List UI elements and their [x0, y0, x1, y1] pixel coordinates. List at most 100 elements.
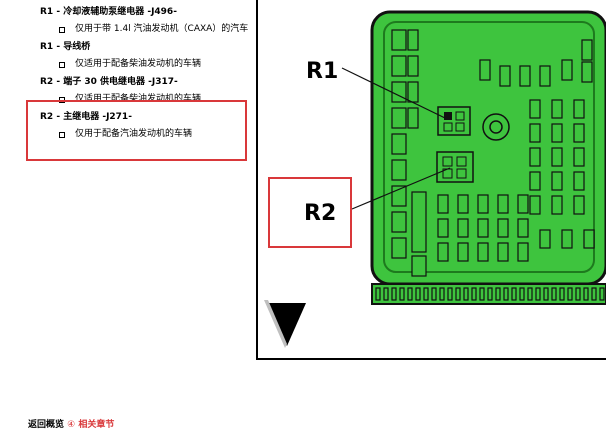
list-item-title: R1 - 冷却液辅助泵继电器 -J496-: [40, 6, 255, 23]
fuse-slot: [497, 242, 509, 262]
connector-tooth: [591, 287, 597, 301]
fuse-slot: [497, 194, 509, 214]
fuse-slot: [391, 133, 407, 155]
connector-tooth: [391, 287, 397, 301]
connector-teeth: [375, 287, 605, 301]
fuse-slot: [529, 123, 541, 143]
fuse-slot: [391, 159, 407, 181]
lower-fuse-blocks: [411, 191, 595, 277]
fuse-slot: [551, 171, 563, 191]
fuse-slot: [539, 229, 551, 249]
connector-tooth: [567, 287, 573, 301]
top-fuse-row: [479, 39, 593, 87]
connector-tooth: [383, 287, 389, 301]
list-item-note: 仅用于带 1.4l 汽油发动机（CAXA）的汽车: [40, 23, 255, 36]
connector-tooth: [551, 287, 557, 301]
list-item-title: R2 - 端子 30 供电继电器 -J317-: [40, 76, 255, 93]
fuse-slot: [391, 237, 407, 259]
connector-tooth: [423, 287, 429, 301]
fuse-slot: [391, 55, 407, 77]
connector-tooth: [447, 287, 453, 301]
fuse-slot: [479, 59, 491, 81]
connector-tooth: [511, 287, 517, 301]
fuse-slot: [457, 242, 469, 262]
connector-tooth: [439, 287, 445, 301]
fuse-slot: [561, 59, 573, 81]
list-item-text: R1 - 导线桥: [40, 42, 91, 52]
fuse-slot: [437, 194, 449, 214]
fuse-slot: [411, 191, 427, 253]
square-bullet-icon: [59, 27, 65, 33]
connector-tooth: [575, 287, 581, 301]
fuse-slot: [391, 29, 407, 51]
highlight-box-r2-main-relay: [26, 100, 247, 161]
r2-label: R2: [304, 201, 336, 226]
connector-tooth: [527, 287, 533, 301]
connector-tooth: [495, 287, 501, 301]
connector-tooth: [375, 287, 381, 301]
fuse-slot: [411, 255, 427, 277]
list-item-text: 仅适用于配备柴油发动机的车辆: [75, 94, 202, 104]
connector-tooth: [431, 287, 437, 301]
fuse-slot: [391, 107, 407, 129]
fuse-slot: [539, 65, 551, 87]
connector-tooth: [407, 287, 413, 301]
fuse-slot: [573, 99, 585, 119]
fuse-slot: [519, 65, 531, 87]
fuse-slot: [573, 147, 585, 167]
square-bullet-icon: [59, 62, 65, 68]
fuse-slot: [551, 99, 563, 119]
fuse-slot: [391, 211, 407, 233]
fuse-slot: [457, 194, 469, 214]
fuse-box-inner: [383, 21, 595, 273]
fuse-slot: [407, 107, 419, 129]
fuse-slot: [517, 242, 529, 262]
connector-tooth: [415, 287, 421, 301]
footer-nav: 返回概览 ④ 相关章节: [28, 417, 114, 430]
fuse-slot: [407, 81, 419, 103]
list-item-text: R2 - 端子 30 供电继电器 -J317-: [40, 77, 178, 87]
relay-description-list: R1 - 冷却液辅助泵继电器 -J496- 仅用于带 1.4l 汽油发动机（CAX…: [40, 6, 255, 146]
relay-r2: [436, 151, 474, 183]
fuse-slot: [573, 123, 585, 143]
fuse-slot: [477, 218, 489, 238]
r2-leader-line: [351, 167, 451, 210]
square-bullet-icon: [59, 132, 65, 138]
fuse-slot: [407, 29, 419, 51]
connector-tooth: [463, 287, 469, 301]
fuse-slot: [437, 242, 449, 262]
fuse-slot: [529, 147, 541, 167]
fuse-box: [370, 10, 606, 305]
connector-tooth: [399, 287, 405, 301]
round-fitting: [482, 113, 510, 141]
figure-frame: [256, 0, 606, 360]
list-item-text: 仅适用于配备柴油发动机的车辆: [75, 59, 202, 69]
connector-tooth: [519, 287, 525, 301]
connector-tooth: [503, 287, 509, 301]
connector-tooth: [543, 287, 549, 301]
fuse-slot: [551, 195, 563, 215]
fuse-slot: [499, 65, 511, 87]
fuse-slot: [581, 61, 593, 83]
fuse-slot: [497, 218, 509, 238]
back-to-overview-link[interactable]: 返回概览: [28, 420, 65, 430]
fuse-slot: [407, 55, 419, 77]
list-item-text: 仅用于带 1.4l 汽油发动机（CAXA）的汽车: [75, 24, 249, 34]
list-item-note: 仅用于配备汽油发动机的车辆: [40, 128, 255, 141]
list-item-note: 仅适用于配备柴油发动机的车辆: [40, 58, 255, 71]
fuse-slot: [517, 194, 529, 214]
fuse-slot: [529, 99, 541, 119]
related-sections-link[interactable]: 相关章节: [78, 420, 115, 430]
fuse-slot: [477, 194, 489, 214]
relay-r1: [437, 106, 471, 136]
connector-tooth: [583, 287, 589, 301]
list-item-text: R1 - 冷却液辅助泵继电器 -J496-: [40, 7, 177, 17]
fuse-slot: [391, 81, 407, 103]
arrow-shadow: [264, 300, 287, 348]
circle-number-icon: ④: [67, 420, 76, 430]
fuse-slot: [457, 218, 469, 238]
fuse-slot: [581, 39, 593, 61]
connector-tooth: [471, 287, 477, 301]
list-item-text: 仅用于配备汽油发动机的车辆: [75, 129, 193, 139]
